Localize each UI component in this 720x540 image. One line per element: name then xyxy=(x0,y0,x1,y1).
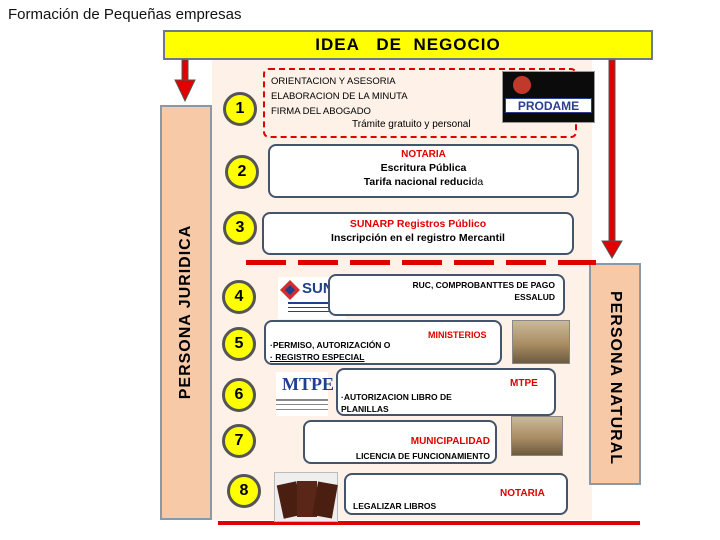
step-1-note: Trámite gratuito y personal xyxy=(352,119,471,130)
step-8-badge: 8 xyxy=(227,474,261,508)
sunat-emblem-icon xyxy=(280,280,300,300)
municipalidad-building-photo xyxy=(511,416,563,456)
step-6-badge: 6 xyxy=(222,378,256,412)
step-1-badge: 1 xyxy=(223,92,257,126)
step-5-line-2: · REGISTRO ESPECIAL xyxy=(270,352,364,362)
step-5-title: MINISTERIOS xyxy=(428,330,487,340)
step-2-title: NOTARIA xyxy=(268,149,579,160)
step-8-title: NOTARIA xyxy=(500,488,545,499)
step-1-line-3: FIRMA DEL ABOGADO xyxy=(271,106,371,117)
gear-icon xyxy=(513,76,531,94)
mtpe-logo: MTPE xyxy=(276,372,328,416)
prodame-logo: PRODAME xyxy=(502,71,595,123)
step-2-line-2: Tarifa nacional reducida xyxy=(268,176,579,188)
ministerio-building-photo xyxy=(512,320,570,364)
step-6-title: MTPE xyxy=(510,378,538,389)
step-2-line-1: Escritura Pública xyxy=(268,162,579,174)
step-6-line-1: ·AUTORIZACION LIBRO DE xyxy=(341,392,452,402)
step-5-badge: 5 xyxy=(222,327,256,361)
step-1-line-2: ELABORACION DE LA MINUTA xyxy=(271,91,408,102)
step-5-line-1: ·PERMISO, AUTORIZACIÓN O xyxy=(270,340,390,350)
step-1-line-1: ORIENTACION Y ASESORIA xyxy=(271,76,396,87)
step-4-line-1: RUC, COMPROBANTTES DE PAGO xyxy=(330,280,555,290)
step-7-title: MUNICIPALIDAD xyxy=(303,436,490,447)
dashed-divider xyxy=(246,260,596,265)
step-7-badge: 7 xyxy=(222,424,256,458)
step-8-line-1: LEGALIZAR LIBROS xyxy=(353,501,436,511)
step-7-line-1: LICENCIA DE FUNCIONAMIENTO xyxy=(303,451,490,461)
step-3-title: SUNARP Registros Público xyxy=(262,218,574,230)
right-arrow xyxy=(602,60,622,258)
mtpe-logo-text: MTPE xyxy=(282,374,334,395)
step-4-line-2: ESSALUD xyxy=(330,292,555,302)
step-3-line-1: Inscripción en el registro Mercantil xyxy=(262,232,574,244)
persona-juridica-label: PERSONA JURIDICA xyxy=(177,225,195,400)
persona-natural-label: PERSONA NATURAL xyxy=(606,291,624,465)
step-3-badge: 3 xyxy=(223,211,257,245)
step-2-line-2-tail: da xyxy=(472,176,484,188)
prodame-logo-text: PRODAME xyxy=(505,98,592,113)
step-4-badge: 4 xyxy=(222,280,256,314)
left-arrow xyxy=(175,60,195,101)
step-2-badge: 2 xyxy=(225,155,259,189)
step-2-line-2-bold: Tarifa nacional reduci xyxy=(364,176,472,188)
libros-photo xyxy=(274,472,338,522)
step-6-line-2: PLANILLAS xyxy=(341,404,389,414)
